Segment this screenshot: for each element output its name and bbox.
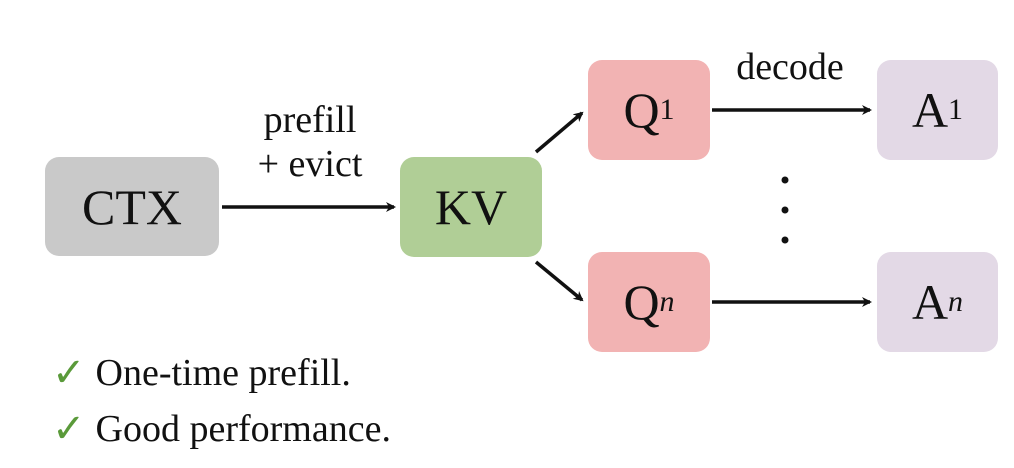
ctx-label: CTX [82,178,182,235]
vertical-ellipsis [781,176,789,244]
q1-label: Q [623,82,660,138]
a1-label: A [911,82,949,138]
prefill-text: prefill [263,99,357,141]
qn-subscript: n [659,285,675,318]
benefit-item: ✓ One-time prefill. [52,350,351,396]
an-label: A [911,274,949,330]
prefill-evict-label: prefill + evict [225,98,395,186]
kv-node: KV [400,157,542,257]
an-subscript: n [948,285,964,318]
benefit-text: One-time prefill. [95,352,351,394]
qn-label: Q [623,274,660,330]
check-icon: ✓ [52,406,86,452]
benefit-item: ✓ Good performance. [52,406,391,452]
a1-subscript: 1 [948,93,964,126]
arrow-kv-qn [534,260,584,302]
arrow-kv-q1 [534,111,584,154]
kv-label: KV [434,179,508,235]
check-icon: ✓ [52,350,86,396]
ctx-node: CTX [45,157,219,256]
q1-subscript: 1 [659,93,675,126]
evict-text: + evict [257,143,363,185]
benefit-text: Good performance. [95,408,391,450]
decode-label: decode [736,46,844,88]
